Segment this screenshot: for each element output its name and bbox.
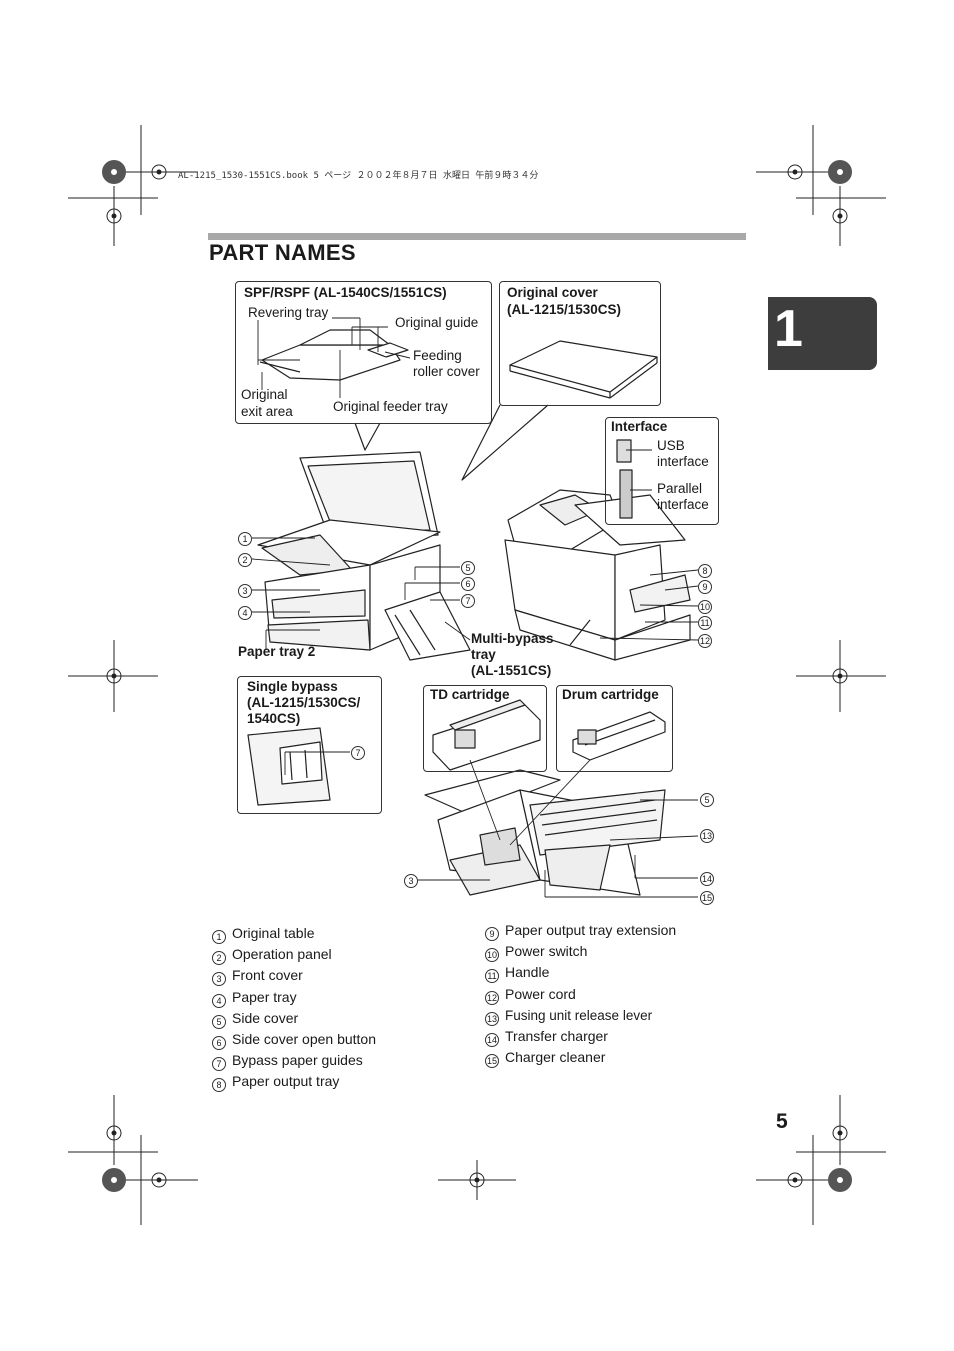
marker-7: 7 <box>461 594 475 608</box>
single-bypass-models-2: 1540CS) <box>247 711 301 726</box>
chapter-tab: 1 <box>768 297 877 370</box>
parallel-interface-label: interface <box>657 497 709 512</box>
td-cartridge-title: TD cartridge <box>430 687 510 702</box>
marker-6: 6 <box>461 577 475 591</box>
multi-bypass-label-2: tray <box>471 647 496 662</box>
interface-title: Interface <box>611 419 668 434</box>
original-guide-label: Original guide <box>395 315 479 330</box>
paper-tray-2-label: Paper tray 2 <box>238 644 316 659</box>
drum-cartridge-box: Drum cartridge <box>556 685 673 772</box>
marker-3: 3 <box>238 584 252 598</box>
marker-open-13: 13 <box>700 829 714 843</box>
page-title: PART NAMES <box>209 240 356 265</box>
original-cover-box: Original cover (AL-1215/1530CS) <box>499 281 661 406</box>
roller-cover-label: roller cover <box>413 364 480 379</box>
marker-open-15: 15 <box>700 891 714 905</box>
td-cartridge-box: TD cartridge <box>423 685 547 772</box>
marker-10: 10 <box>698 600 712 614</box>
revering-tray-label: Revering tray <box>248 305 329 320</box>
chapter-number: 1 <box>774 300 803 358</box>
marker-8: 8 <box>698 564 712 578</box>
single-bypass-box: Single bypass (AL-1215/1530CS/ 1540CS) <box>237 676 382 814</box>
drum-cartridge-title: Drum cartridge <box>562 687 659 702</box>
marker-2: 2 <box>238 553 252 567</box>
original-feeder-tray-label: Original feeder tray <box>333 399 448 414</box>
spf-title: SPF/RSPF (AL-1540CS/1551CS) <box>244 285 447 300</box>
marker-open-5: 5 <box>700 793 714 807</box>
original-cover-title: Original cover <box>507 285 598 300</box>
parallel-label: Parallel <box>657 481 703 496</box>
usb-interface-label: interface <box>657 454 709 469</box>
original-cover-models: (AL-1215/1530CS) <box>507 302 622 317</box>
marker-1: 1 <box>238 532 252 546</box>
single-bypass-models-1: (AL-1215/1530CS/ <box>247 695 361 710</box>
single-bypass-title: Single bypass <box>247 679 338 694</box>
title-rule <box>208 233 746 240</box>
print-header: AL-1215_1530-1551CS.book 5 ページ ２００２年８月７日… <box>178 171 539 181</box>
page-number: 5 <box>776 1110 788 1133</box>
interface-box: Interface USB interface Parallel interfa… <box>605 417 719 525</box>
exit-area-label: exit area <box>241 404 293 419</box>
marker-open-3: 3 <box>404 874 418 888</box>
original-label: Original <box>241 387 288 402</box>
marker-5: 5 <box>461 561 475 575</box>
marker-12: 12 <box>698 634 712 648</box>
marker-single-bypass-7: 7 <box>351 746 365 760</box>
multi-bypass-label-1: Multi-bypass <box>471 631 554 646</box>
spf-box: SPF/RSPF (AL-1540CS/1551CS) Revering tra… <box>235 281 492 424</box>
marker-open-14: 14 <box>700 872 714 886</box>
marker-11: 11 <box>698 616 712 630</box>
marker-4: 4 <box>238 606 252 620</box>
marker-9: 9 <box>698 580 712 594</box>
multi-bypass-label-3: (AL-1551CS) <box>471 663 552 678</box>
feeding-label: Feeding <box>413 348 462 363</box>
usb-label: USB <box>657 438 685 453</box>
